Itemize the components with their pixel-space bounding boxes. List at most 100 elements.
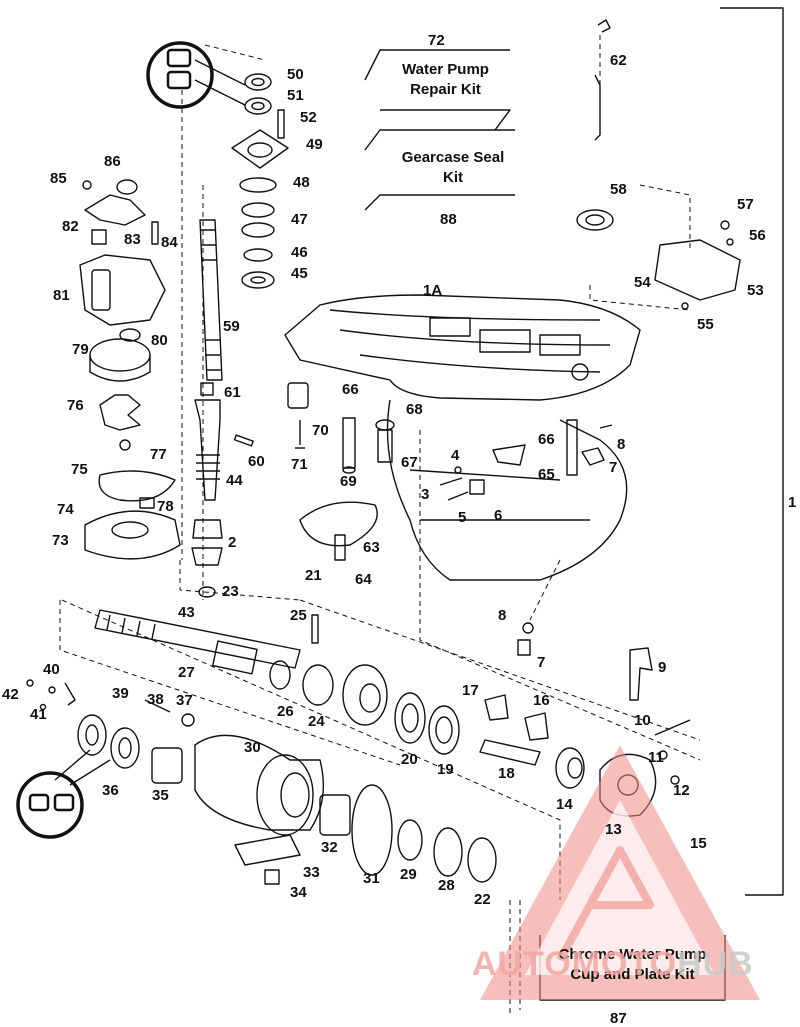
callout-76: 76 [67, 397, 84, 414]
callout-40: 40 [43, 661, 60, 678]
callout-48: 48 [293, 174, 310, 191]
callout-8-upper: 8 [617, 436, 626, 453]
callout-1a: 1A [423, 282, 443, 299]
callout-77: 77 [150, 446, 167, 463]
propeller-shaft [94, 609, 319, 675]
callout-43: 43 [178, 604, 195, 621]
callout-70: 70 [312, 422, 329, 439]
callout-12: 12 [673, 782, 690, 799]
gears-and-bearings [269, 660, 585, 789]
callout-19: 19 [437, 761, 454, 778]
callout-69: 69 [340, 473, 357, 490]
callout-10: 10 [634, 712, 651, 729]
callout-36: 36 [102, 782, 119, 799]
callout-45: 45 [291, 265, 308, 282]
callout-84: 84 [161, 234, 178, 251]
callout-61: 61 [224, 384, 241, 401]
gearcase-seal-kit-box [364, 129, 515, 211]
callout-65: 65 [538, 466, 555, 483]
callout-33: 33 [303, 864, 320, 881]
callout-26: 26 [277, 703, 294, 720]
callout-21: 21 [305, 567, 322, 584]
upper-seals [231, 73, 289, 289]
callout-1: 1 [788, 494, 797, 511]
callout-83: 83 [124, 231, 141, 248]
callout-86: 86 [104, 153, 121, 170]
callout-53: 53 [747, 282, 764, 299]
water-pump-parts [79, 179, 181, 560]
callout-56: 56 [749, 227, 766, 244]
callout-68: 68 [406, 401, 423, 418]
callout-75: 75 [71, 461, 88, 478]
callout-81: 81 [53, 287, 70, 304]
callout-15: 15 [690, 835, 707, 852]
water-pump-repair-kit-label: Water Pump Repair Kit [402, 61, 489, 98]
callout-7-upper: 7 [609, 459, 618, 476]
callout-37: 37 [176, 692, 193, 709]
callout-50: 50 [287, 66, 304, 83]
top-cover-assembly [576, 209, 741, 310]
callout-2: 2 [228, 534, 237, 551]
kit-88-number: 88 [440, 211, 457, 228]
callout-35: 35 [152, 787, 169, 804]
callout-38: 38 [147, 691, 164, 708]
seal-detail-circle-top [146, 41, 246, 109]
callout-14: 14 [556, 796, 573, 813]
callout-62: 62 [610, 52, 627, 69]
callout-55: 55 [697, 316, 714, 333]
shift-parts [287, 382, 613, 476]
callout-5: 5 [458, 509, 467, 526]
callout-6: 6 [494, 507, 503, 524]
callout-46: 46 [291, 244, 308, 261]
callout-80: 80 [151, 332, 168, 349]
clip-62 [594, 19, 611, 141]
bearing-carrier [77, 699, 497, 885]
callout-17: 17 [462, 682, 479, 699]
callout-67: 67 [401, 454, 418, 471]
callout-73: 73 [52, 532, 69, 549]
callout-30: 30 [244, 739, 261, 756]
callout-71: 71 [291, 456, 308, 473]
callout-54: 54 [634, 274, 651, 291]
chrome-water-pump-kit-label: Chrome Water Pump Cup and Plate Kit [558, 946, 707, 983]
callout-74: 74 [57, 501, 74, 518]
callout-34: 34 [290, 884, 307, 901]
callout-52: 52 [300, 109, 317, 126]
watermark-logo [480, 745, 760, 1000]
watermark-part1: AUTOMOTO [472, 945, 678, 983]
kit-72-number: 72 [428, 32, 445, 49]
callout-82: 82 [62, 218, 79, 235]
callout-49: 49 [306, 136, 323, 153]
callout-11: 11 [648, 749, 664, 766]
water-pump-kit-box [364, 49, 511, 131]
callout-31: 31 [363, 870, 380, 887]
callout-3: 3 [421, 486, 430, 503]
callout-66-right: 66 [538, 431, 555, 448]
callout-23: 23 [222, 583, 239, 600]
gearcase-seal-kit-label: Gearcase Seal Kit [401, 149, 505, 186]
anode-plate [299, 501, 378, 561]
callout-28: 28 [438, 877, 455, 894]
callout-16: 16 [533, 692, 550, 709]
callout-51: 51 [287, 87, 304, 104]
callout-85: 85 [50, 170, 67, 187]
drive-shaft [199, 219, 223, 396]
callout-39: 39 [112, 685, 129, 702]
pinion-assembly [191, 399, 223, 598]
callout-58: 58 [610, 181, 627, 198]
callout-13: 13 [605, 821, 622, 838]
callout-18: 18 [498, 765, 515, 782]
callout-42: 42 [2, 686, 19, 703]
callout-66-left: 66 [342, 381, 359, 398]
seal-detail-circle-bottom [16, 749, 111, 839]
callout-63: 63 [363, 539, 380, 556]
watermark-part2: HUB [677, 945, 754, 983]
kit-87-number: 87 [610, 1010, 627, 1027]
callout-8-lower: 8 [498, 607, 507, 624]
callout-78: 78 [157, 498, 174, 515]
pins [233, 420, 305, 449]
callout-32: 32 [321, 839, 338, 856]
callout-4: 4 [451, 447, 460, 464]
watermark-text: AUTOMOTOHUB [472, 945, 754, 984]
